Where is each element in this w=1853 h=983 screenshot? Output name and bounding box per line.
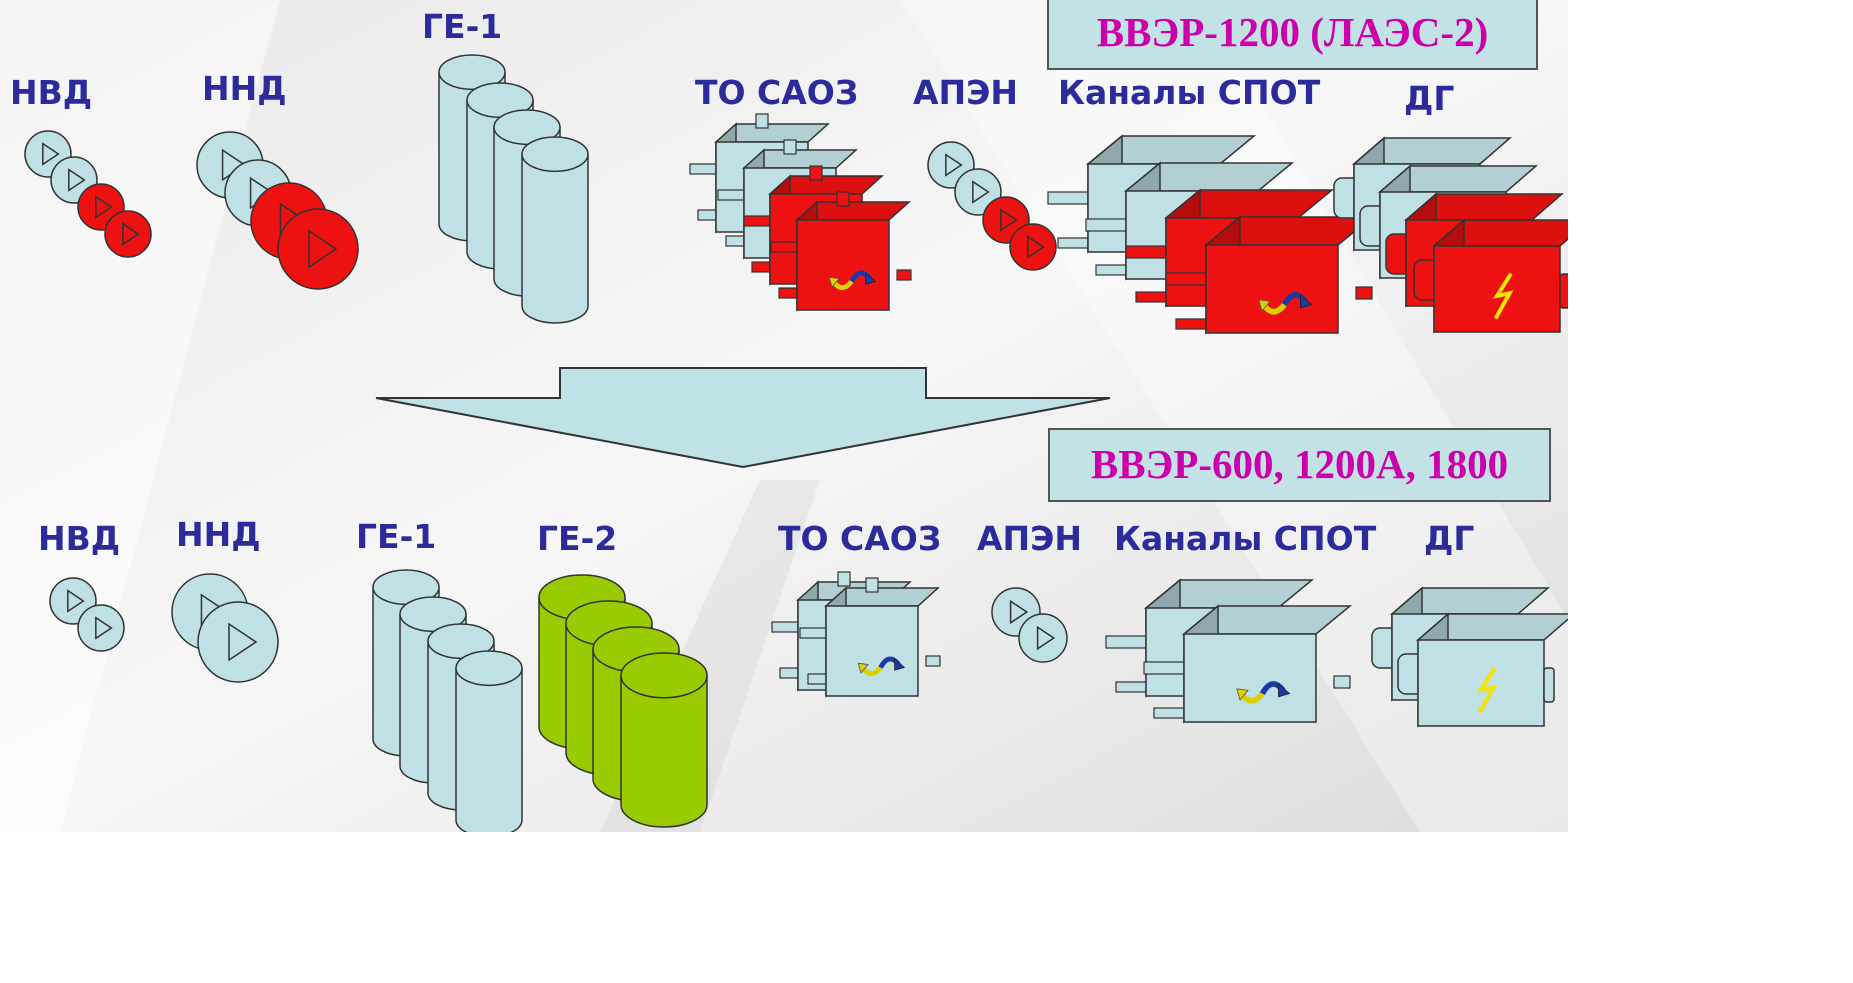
top-nnd-pump-4 <box>277 208 359 290</box>
top-label-to-saoz: ТО САОЗ <box>695 73 859 112</box>
bottom-dg-unit-2 <box>1397 612 1568 728</box>
bottom-ge2-tank-4 <box>620 652 708 828</box>
top-dg-unit-4 <box>1413 218 1568 334</box>
bottom-to-saoz-unit-2 <box>799 577 941 698</box>
bottom-label-ge1: ГЕ-1 <box>356 517 437 556</box>
bottom-spot-unit-2 <box>1143 604 1353 724</box>
top-label-spot: Каналы СПОТ <box>1058 73 1321 112</box>
bottom-nvd-pump-2 <box>77 604 125 652</box>
bottom-label-apen: АПЭН <box>977 519 1082 558</box>
top-spot-unit-4 <box>1165 215 1375 335</box>
top-ge1-tank-4 <box>521 136 589 324</box>
top-apen-pump-4 <box>1009 223 1057 271</box>
bottom-title: ВВЭР-600, 1200А, 1800 <box>1090 441 1509 487</box>
bottom-label-nnd: ННД <box>176 515 261 554</box>
bottom-label-spot: Каналы СПОТ <box>1114 519 1377 558</box>
top-title-box: ВВЭР-1200 (ЛАЭС-2) <box>1047 0 1538 70</box>
bottom-label-nvd: НВД <box>38 519 121 558</box>
top-label-ge1: ГЕ-1 <box>422 7 503 46</box>
bottom-label-dg: ДГ <box>1424 519 1475 558</box>
top-label-apen: АПЭН <box>913 73 1018 112</box>
top-nvd-pump-4 <box>104 210 152 258</box>
top-to-saoz-unit-4 <box>770 191 912 312</box>
equipment-diagram <box>24 54 1568 832</box>
transition-arrow <box>375 367 1111 469</box>
bottom-label-ge2: ГЕ-2 <box>537 519 618 558</box>
bottom-label-to-saoz: ТО САОЗ <box>778 519 942 558</box>
bottom-ge1-tank-4 <box>455 650 523 832</box>
top-label-nnd: ННД <box>202 69 287 108</box>
top-title: ВВЭР-1200 (ЛАЭС-2) <box>1096 9 1489 55</box>
top-label-dg: ДГ <box>1404 79 1455 118</box>
bottom-nnd-pump-2 <box>197 601 279 683</box>
bottom-apen-pump-2 <box>1018 613 1068 663</box>
bottom-title-box: ВВЭР-600, 1200А, 1800 <box>1048 428 1551 502</box>
top-label-nvd: НВД <box>10 73 93 112</box>
